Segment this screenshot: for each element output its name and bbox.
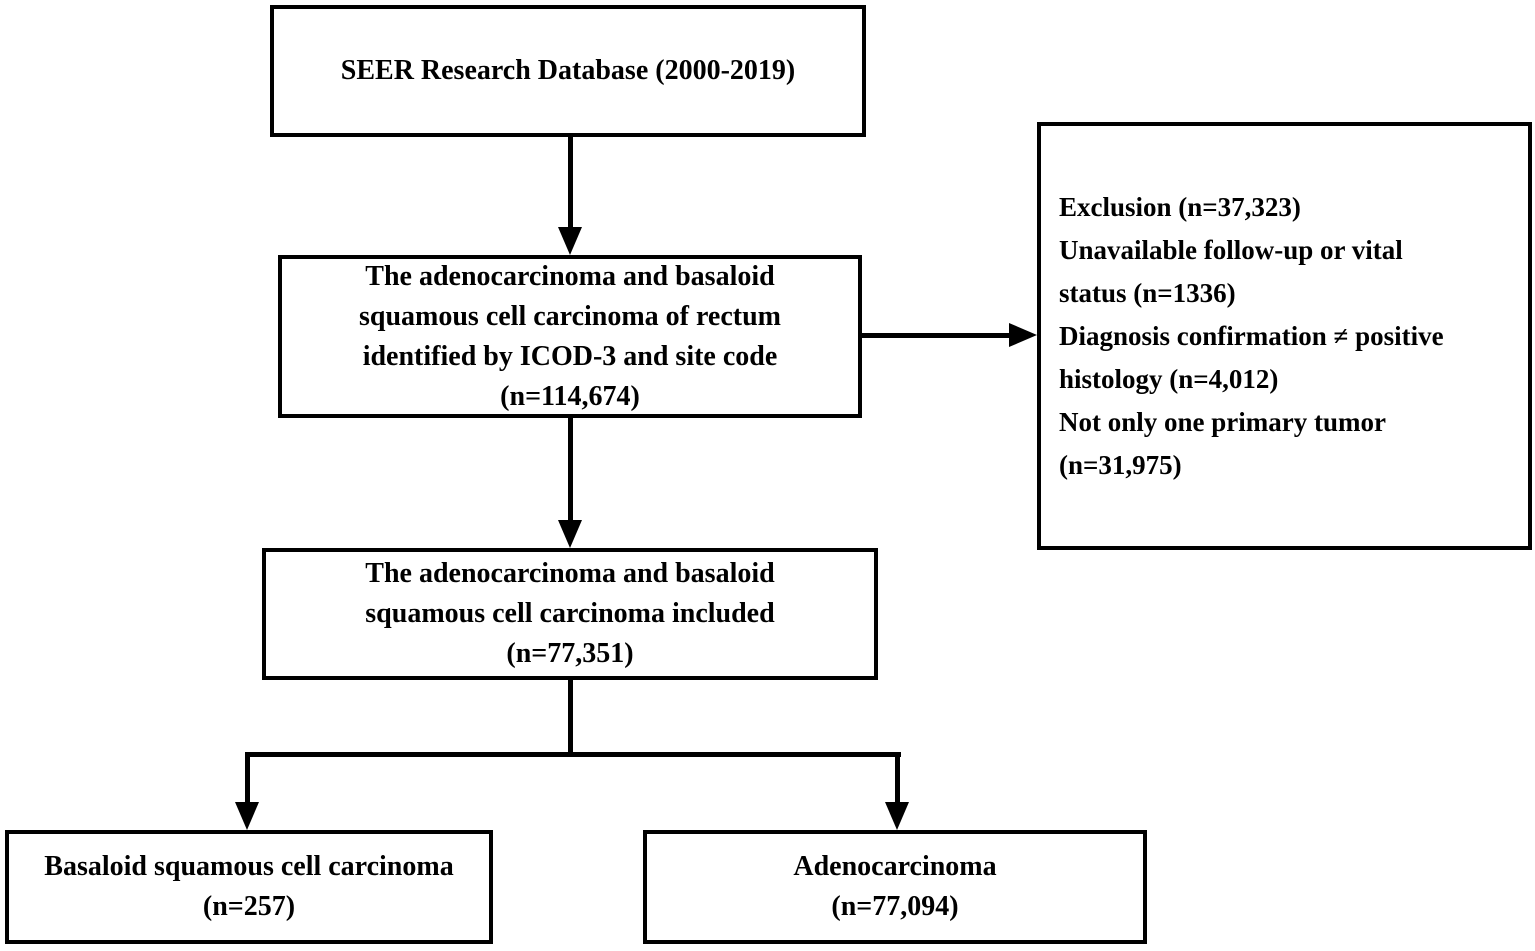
arrow-database-to-identified-line [568,137,573,229]
box-included-cohort-text: The adenocarcinoma and basaloid squamous… [365,558,775,669]
box-basaloid-group: Basaloid squamous cell carcinoma (n=257) [5,830,493,944]
arrow-identified-to-included-line [568,418,573,522]
branch-left-drop-line [245,752,250,802]
box-exclusion-criteria: Exclusion (n=37,323) Unavailable follow-… [1037,122,1532,550]
box-exclusion-criteria-text: Exclusion (n=37,323) Unavailable follow-… [1059,191,1444,480]
box-seer-database-text: SEER Research Database (2000-2019) [340,55,796,86]
branch-right-arrow-head-icon [885,802,909,830]
arrow-identified-to-included-head-icon [558,520,582,548]
box-identified-cohort-text: The adenocarcinoma and basaloid squamous… [358,260,782,412]
box-adenocarcinoma-group: Adenocarcinoma (n=77,094) [643,830,1147,944]
box-basaloid-group-text: Basaloid squamous cell carcinoma (n=257) [44,851,454,922]
box-seer-database: SEER Research Database (2000-2019) [270,5,866,137]
box-identified-cohort: The adenocarcinoma and basaloid squamous… [278,255,862,418]
arrow-identified-to-exclusion-line [862,333,1011,338]
branch-right-drop-line [895,752,900,802]
box-included-cohort: The adenocarcinoma and basaloid squamous… [262,548,878,680]
branch-left-arrow-head-icon [235,802,259,830]
branch-horizontal-line [245,752,901,757]
arrow-database-to-identified-head-icon [558,227,582,255]
box-adenocarcinoma-group-text: Adenocarcinoma (n=77,094) [793,851,997,922]
arrow-identified-to-exclusion-head-icon [1009,323,1037,347]
branch-stem-line [568,680,573,757]
